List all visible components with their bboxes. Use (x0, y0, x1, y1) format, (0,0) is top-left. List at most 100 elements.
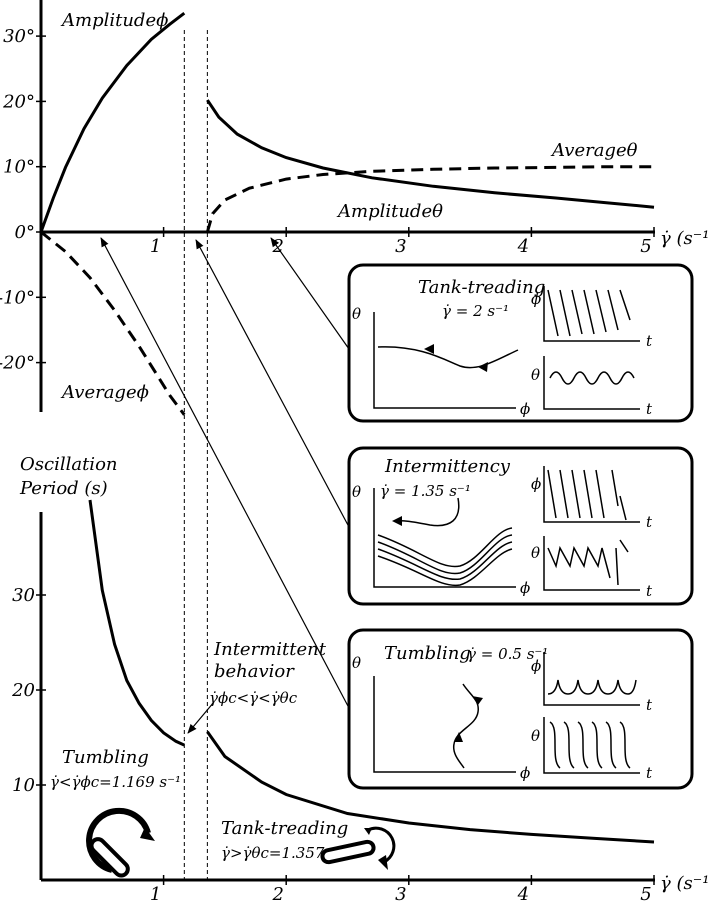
inset-tank-rate: γ̇ = 2 s⁻¹ (442, 302, 509, 320)
inset-tumbling-phi-wave (547, 679, 637, 695)
y-axis-label-line1: Oscillation (20, 454, 118, 475)
top-y-tick-label: -10° (0, 287, 35, 308)
connector-tank (270, 237, 350, 350)
inset-tank-frame (347, 263, 694, 423)
amplitude-phi-label: Amplitudeϕ (60, 10, 168, 31)
amplitude-theta-label: Amplitudeθ (336, 201, 443, 222)
inset-intermittency-t2: t (646, 582, 653, 600)
bottom-annotations: Intermittent behavior γ̇ϕc<γ̇<γ̇θc Tumbl… (50, 639, 396, 878)
series-period-tumbling (88, 499, 185, 747)
inset-tumbling-frame (347, 628, 694, 790)
inset-tank-theta: θ (352, 305, 361, 323)
inset-tank-title: Tank-treading (418, 277, 545, 298)
top-x-tick-label: 3 (395, 236, 406, 257)
inset-intermittency-theta: θ (352, 483, 361, 501)
critical-lines (183, 30, 208, 880)
top-x-tick-label: 1 (150, 236, 161, 257)
average-theta-label: Averageθ (550, 140, 638, 161)
tank-treading-condition: γ̇>γ̇θc=1.357 s⁻¹ (221, 844, 351, 862)
intermittent-condition: γ̇ϕc<γ̇<γ̇θc (209, 689, 298, 707)
inset-tumbling-t1: t (646, 696, 653, 714)
inset-tank-phi: ϕ (520, 400, 530, 418)
inset-tumbling-axes (373, 676, 516, 773)
inset-tank-trajectory (377, 346, 519, 369)
inset-intermittency-theta-plot (543, 536, 640, 591)
inset-tumbling-theta-plot (543, 717, 640, 774)
series-period-tank-treading (206, 730, 655, 844)
inset-intermittency-escape (393, 497, 460, 527)
inset-intermittency-rate: γ̇ = 1.35 s⁻¹ (380, 482, 471, 500)
inset-tumbling: Tumbling γ̇ = 0.5 s⁻¹ θ ϕ ϕ t θ t (347, 628, 694, 790)
top-y-tick-label: 30° (3, 26, 35, 47)
average-phi-label: Averageϕ (60, 382, 149, 403)
tumbling-cell-icon (86, 807, 155, 878)
bottom-x-tick-label: 2 (271, 884, 283, 905)
inset-intermittency-theta-wave (547, 539, 629, 586)
inset-tank-phi-plot (543, 286, 640, 342)
inset-tank-t2: t (646, 400, 653, 418)
inset-tumbling-phi-label: ϕ (531, 657, 541, 675)
inset-tank-t1: t (646, 332, 653, 350)
bottom-x-tick-label: 5 (640, 884, 651, 905)
inset-intermittency-phi: ϕ (520, 579, 530, 597)
bottom-y-tick-label: 10 (12, 775, 35, 796)
series-amplitude- (39, 12, 186, 233)
inset-tank-theta-label: θ (531, 366, 540, 384)
top-y-ticks: 30°20°10°0°-10°-20° (0, 26, 46, 374)
top-x-tick-label: 5 (640, 236, 651, 257)
bottom-x-tick-label: 4 (517, 884, 529, 905)
series-average- (205, 165, 654, 233)
inset-tumbling-phi: ϕ (520, 764, 530, 782)
top-y-tick-label: 0° (15, 222, 35, 243)
intermittent-pointer (187, 701, 215, 734)
bottom-x-tick-label: 3 (395, 884, 406, 905)
inset-tank-treading: Tank-treading γ̇ = 2 s⁻¹ θ ϕ ϕ t θ t (347, 263, 694, 423)
inset-tumbling-theta-label: θ (531, 727, 540, 745)
inset-tank-theta-wave (549, 371, 635, 385)
inset-tumbling-theta-wave (549, 721, 631, 769)
top-series (39, 12, 655, 416)
inset-intermittency-theta-label: θ (531, 544, 540, 562)
top-y-tick-label: 10° (3, 157, 35, 178)
bottom-series (88, 499, 655, 844)
x-axis-label-top: γ̇ (s⁻¹) (660, 228, 708, 249)
inset-intermittency-phi-wave (547, 469, 627, 521)
inset-tumbling-title: Tumbling (384, 643, 471, 664)
tumbling-label: Tumbling (62, 747, 149, 768)
connector-intermittency (195, 239, 350, 528)
inset-intermittency-title: Intermittency (384, 456, 511, 477)
bottom-y-tick-label: 20 (11, 680, 35, 701)
y-axis-label-line2: Period (s) (19, 478, 108, 499)
inset-tank-axes (373, 312, 516, 409)
inset-intermittency-t1: t (646, 513, 653, 531)
top-y-tick-label: 20° (2, 91, 35, 112)
tumbling-condition: γ̇<γ̇ϕc=1.169 s⁻¹ (50, 773, 181, 791)
inset-tumbling-rate: γ̇ = 0.5 s⁻¹ (467, 645, 548, 663)
inset-intermittency-bundle (377, 527, 513, 587)
inset-connectors (100, 237, 350, 709)
bottom-x-tick-label: 1 (150, 884, 161, 905)
bottom-y-tick-label: 30 (12, 585, 35, 606)
bottom-y-ticks: 30 20 10 (11, 585, 46, 796)
top-x-tick-label: 4 (517, 236, 529, 257)
bottom-panel: 30 20 10 1 2 3 4 5 Oscillation Period (s) γ̇ (… (11, 454, 708, 905)
inset-tumbling-theta: θ (352, 654, 361, 672)
inset-tank-phi-label: ϕ (531, 290, 541, 308)
connector-tumbling (100, 237, 350, 709)
inset-tank-phi-wave (547, 289, 631, 337)
inset-tumbling-phi-plot (543, 652, 640, 706)
inset-intermittency-phi-label: ϕ (531, 475, 541, 493)
bottom-x-ticks: 1 2 3 4 5 (150, 875, 655, 905)
inset-tumbling-t2: t (646, 764, 653, 782)
tank-treading-label: Tank-treading (221, 818, 348, 839)
x-axis-label-bottom: γ̇ (s⁻¹) (660, 873, 708, 894)
inset-intermittency-phi-plot (543, 466, 640, 523)
inset-tank-theta-plot (543, 356, 640, 410)
inset-intermittency: Intermittency γ̇ = 1.35 s⁻¹ θ ϕ ϕ t θ t (347, 446, 694, 606)
tank-treading-cell-icon (320, 826, 396, 870)
series-amplitude- (206, 99, 655, 209)
intermittent-label-1: Intermittent (213, 639, 327, 660)
intermittent-label-2: behavior (214, 661, 295, 682)
